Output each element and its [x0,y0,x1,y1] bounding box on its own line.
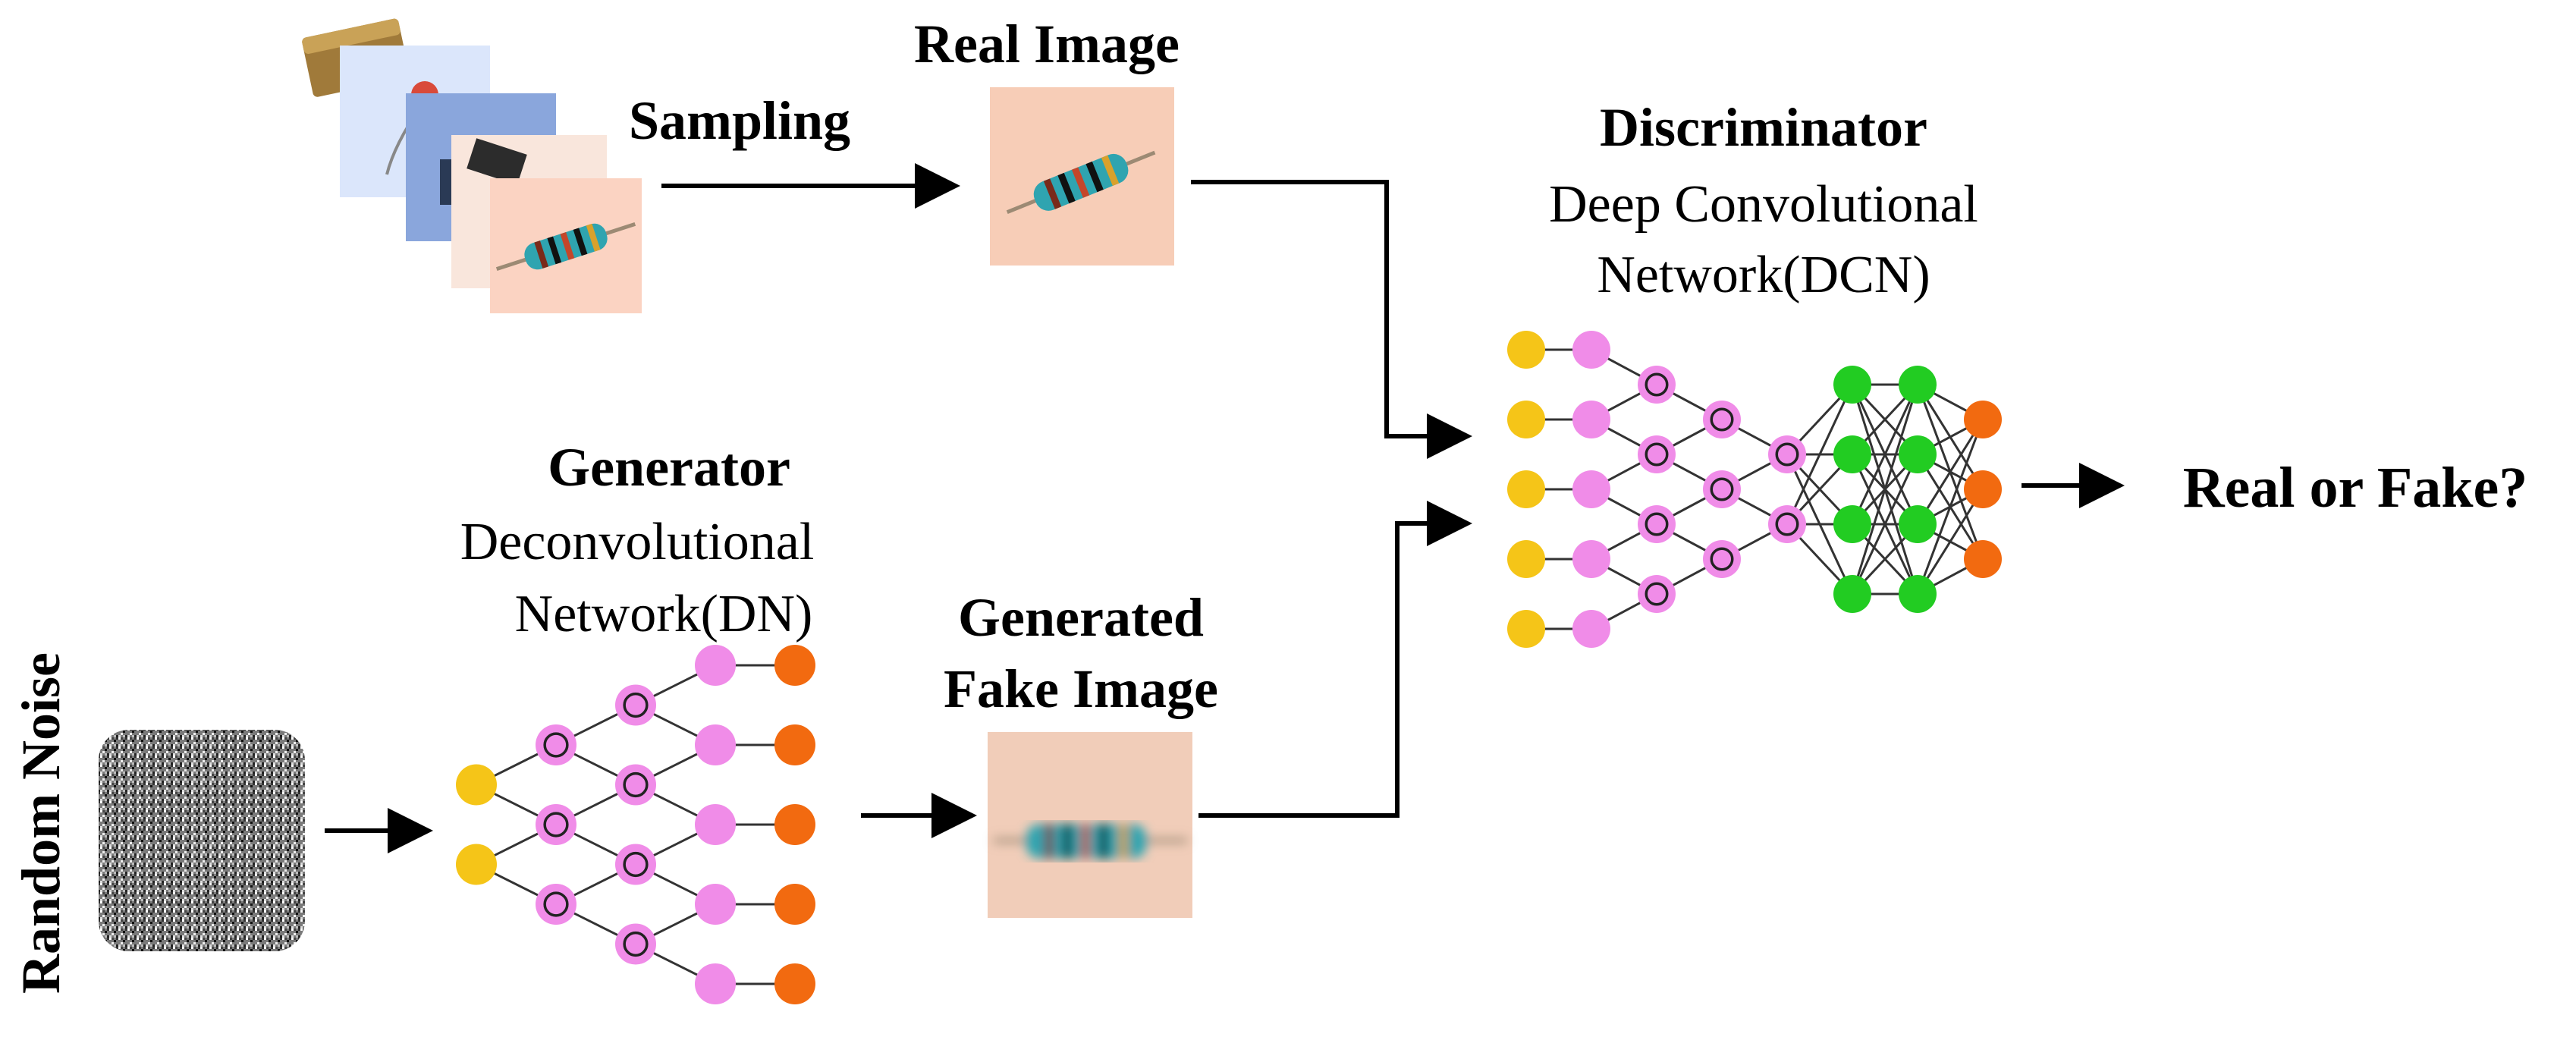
discriminator-edge [1916,419,1984,595]
discriminator-node-input [1507,331,1545,369]
fake-image-label-1: Generated [958,587,1204,648]
discriminator-node-kernel-ring [1645,582,1669,606]
resistor-thumbnail [495,222,636,272]
fake-image-thumbnail [988,732,1192,918]
generator-subtitle-2: Network(DN) [515,585,813,643]
generator-node-output [774,963,815,1004]
generator-node-conv [536,804,576,845]
generator-node-kernel-ring [543,812,569,837]
discriminator-node-conv [1703,540,1741,578]
discriminator-node-conv [1638,435,1676,473]
real-image-label: Real Image [914,14,1180,74]
discriminator-node-kernel-ring [1775,442,1799,467]
generator-node-kernel-ring [623,692,649,718]
generator-network [456,645,815,1004]
discriminator-node-kernel-ring [1775,512,1799,536]
discriminator-node-plain [1572,540,1610,578]
discriminator-node-kernel-ring [1645,512,1669,536]
generator-subtitle-1: Deconvolutional [460,513,815,571]
discriminator-node-conv [1703,470,1741,508]
generator-node-conv [615,764,656,806]
discriminator-node-dense [1833,505,1871,543]
discriminator-node-conv [1638,505,1676,543]
generator-node-plain [695,804,736,845]
discriminator-edge [1786,384,1854,525]
discriminator-node-input [1507,470,1545,508]
generator-node-output [774,724,815,765]
discriminator-node-dense [1833,366,1871,404]
discriminator-node-output [1964,540,2002,578]
discriminator-node-input [1507,401,1545,438]
discriminator-node-conv [1768,505,1806,543]
fake-image-label-2: Fake Image [944,658,1218,719]
discriminator-title: Discriminator [1600,97,1927,158]
generator-node-plain [695,724,736,765]
generator-node-output [774,804,815,845]
generator-node-plain [695,645,736,686]
real-to-discriminator-arrow [1191,180,1472,459]
discriminator-node-kernel-ring [1645,372,1669,397]
discriminator-node-plain [1572,610,1610,648]
discriminator-node-kernel-ring [1645,442,1669,467]
generator-node-kernel-ring [543,732,569,758]
discriminator-edge [1851,384,1919,595]
generator-node-kernel-ring [623,771,649,798]
generator-node-conv [615,684,656,726]
generator-node-input [456,844,497,885]
random-noise-label: Random Noise [11,652,71,994]
generator-node-conv [615,923,656,965]
discriminator-node-plain [1572,401,1610,438]
output-label: Real or Fake? [2183,456,2528,520]
discriminator-node-kernel-ring [1710,547,1734,571]
discriminator-node-dense [1899,575,1937,613]
discriminator-network [1507,331,2002,648]
discriminator-edge [1851,384,1919,525]
discriminator-subtitle-1: Deep Convolutional [1549,175,1978,234]
discriminator-node-conv [1638,366,1676,404]
generator-node-plain [695,963,736,1004]
discriminator-node-dense [1833,435,1871,473]
discriminator-node-dense [1899,505,1937,543]
discriminator-node-conv [1638,575,1676,613]
generator-node-plain [695,884,736,925]
generator-node-conv [615,844,656,885]
discriminator-edge [1851,454,1919,595]
discriminator-node-plain [1572,331,1610,369]
discriminator-node-dense [1899,366,1937,404]
generator-node-kernel-ring [543,891,569,917]
discriminator-node-dense [1899,435,1937,473]
generator-title: Generator [548,437,790,498]
fake-to-discriminator-arrow [1198,501,1472,818]
generator-node-conv [536,724,576,765]
discriminator-edge [1916,419,1984,525]
generator-node-kernel-ring [623,931,649,957]
discriminator-node-plain [1572,470,1610,508]
generator-node-output [774,884,815,925]
discriminator-edge [1916,489,1984,595]
generator-node-conv [536,884,576,925]
discriminator-node-output [1964,401,2002,438]
generator-node-output [774,645,815,686]
discriminator-node-conv [1768,435,1806,473]
sample-image-stack [302,18,642,313]
discriminator-node-conv [1703,401,1741,438]
discriminator-node-output [1964,470,2002,508]
generator-node-input [456,764,497,806]
discriminator-node-dense [1833,575,1871,613]
discriminator-node-input [1507,540,1545,578]
random-noise-image [99,730,305,951]
sampling-label: Sampling [629,90,850,151]
discriminator-subtitle-2: Network(DCN) [1597,246,1930,304]
discriminator-node-kernel-ring [1710,407,1734,432]
real-image-thumbnail [990,87,1174,266]
discriminator-node-input [1507,610,1545,648]
generator-node-kernel-ring [623,851,649,878]
discriminator-node-kernel-ring [1710,477,1734,501]
